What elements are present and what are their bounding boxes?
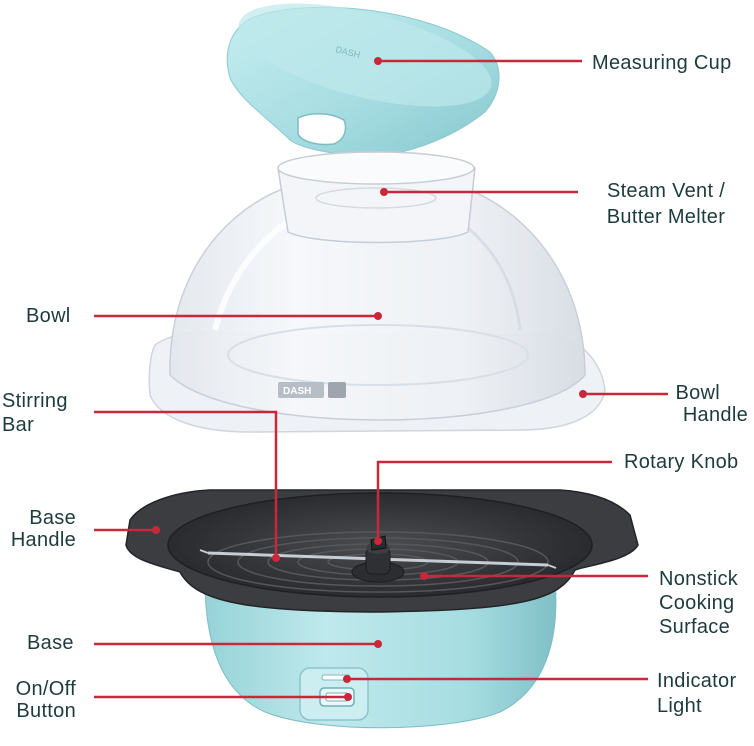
dot-on-off [344,693,352,701]
label-indicator: Indicator Light [657,670,737,717]
dot-stirring-bar [272,554,280,562]
leader-lines [94,59,668,699]
label-stirring-bar: Stirring Bar [2,390,68,436]
label-bowl-handle: Bowl Handle [675,382,748,426]
dot-indicator [343,675,351,683]
dot-steam-vent [380,188,388,196]
cooking-pan [125,489,639,613]
label-on-off: On/Off Button [15,678,76,722]
leader-stirring-bar [94,410,278,558]
dot-measuring-cup [374,57,382,65]
dot-base-handle [152,526,160,534]
label-nonstick: Nonstick Cooking Surface [659,568,739,638]
dot-bowl-handle [579,390,587,398]
dot-nonstick [420,572,428,580]
dot-base [374,640,382,648]
measuring-cup: DASH [226,3,500,157]
svg-text:DASH: DASH [283,386,311,397]
control-panel [299,667,369,721]
bowl: DASH [148,151,606,433]
leader-rotary-knob [376,460,612,541]
label-base-handle: Base Handle [10,507,76,551]
dot-bowl [374,312,382,320]
label-bowl: Bowl [26,305,71,327]
dot-rotary-knob [374,537,382,545]
label-measuring-cup: Measuring Cup [592,52,732,74]
leader-dots [152,57,587,701]
label-rotary-knob: Rotary Knob [624,451,739,473]
label-steam-vent: Steam Vent / Butter Melter [606,180,726,228]
base [204,579,557,729]
bowl-brand-logo: DASH [278,382,346,398]
label-base: Base [27,632,74,654]
